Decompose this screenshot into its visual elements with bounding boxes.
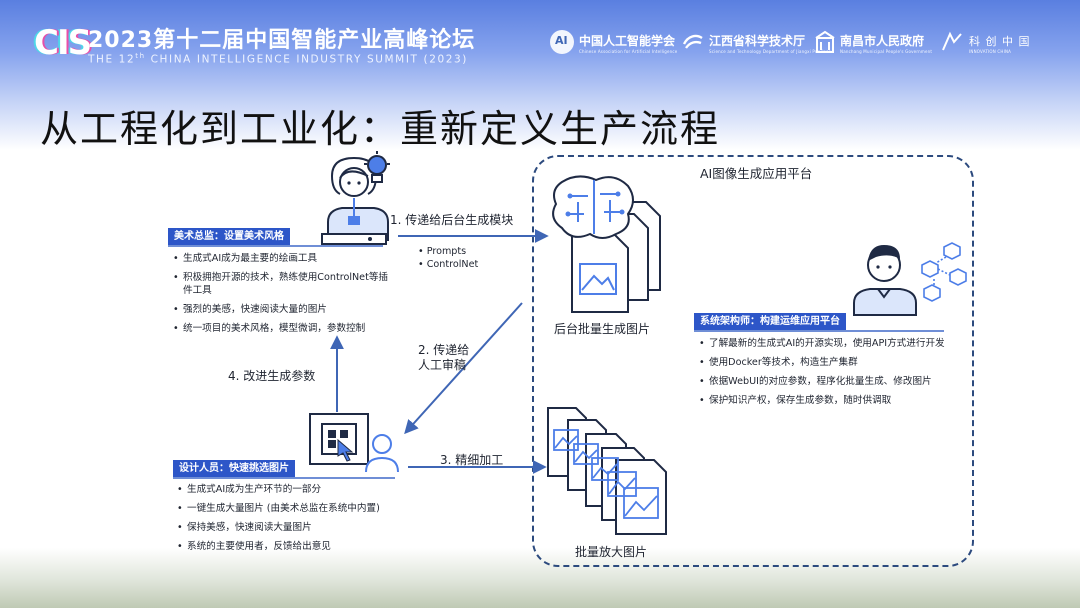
cis-logo: CIS xyxy=(34,23,92,63)
platform-title: AI图像生成应用平台 xyxy=(700,166,813,181)
list-item: 依据WebUI的对应参数，程序化批量生成、修改图片 xyxy=(698,375,948,388)
art-director-label: 美术总监：设置美术风格 xyxy=(168,228,290,245)
upscale-image-stack-icon xyxy=(547,407,667,535)
architect-label: 系统架构师：构建运维应用平台 xyxy=(694,313,846,330)
architect-bullets: 了解最新的生成式AI的开源实现，使用API方式进行开发 使用Docker等技术，… xyxy=(698,337,948,413)
list-item: 积极拥抱开源的技术，熟练使用ControlNet等插件工具 xyxy=(172,271,397,297)
art-director-bullets: 生成式AI成为最主要的绘画工具 积极拥抱开源的技术，熟练使用ControlNet… xyxy=(172,252,397,341)
summit-title: 2023第十二届中国智能产业高峰论坛 xyxy=(88,28,476,53)
list-item: 生成式AI成为最主要的绘画工具 xyxy=(172,252,397,265)
list-item: 一键生成大量图片 (由美术总监在系统中内置) xyxy=(176,502,406,515)
step1-item-prompts: • Prompts xyxy=(418,246,467,257)
lightbulb-icon xyxy=(364,151,390,183)
nanchang-logo-icon xyxy=(815,30,835,54)
list-item: 了解最新的生成式AI的开源实现，使用API方式进行开发 xyxy=(698,337,948,350)
step2-label-line1: 2. 传递给 xyxy=(418,343,470,357)
list-item: 系统的主要使用者，反馈给出意见 xyxy=(176,540,406,553)
arrow-step2 xyxy=(404,302,523,435)
summit-subtitle: THE 12th CHINA INTELLIGENCE INDUSTRY SUM… xyxy=(88,52,469,66)
step2-label-line2: 人工审稿 xyxy=(418,358,467,372)
list-item: 保护知识产权，保存生成参数，随时供调取 xyxy=(698,394,948,407)
step1-item-controlnet: • ControlNet xyxy=(418,259,479,270)
step4-label: 4. 改进生成参数 xyxy=(228,369,316,383)
innovation-china-logo-icon xyxy=(940,30,964,54)
jiangxi-logo-icon xyxy=(682,30,704,54)
backend-generation-icon xyxy=(552,175,661,313)
designer-workstation-icon xyxy=(309,413,399,473)
list-item: 使用Docker等技术，构造生产集群 xyxy=(698,356,948,369)
designer-label: 设计人员：快速挑选图片 xyxy=(173,460,295,477)
architect-underline xyxy=(694,330,944,332)
caai-logo-icon: AI xyxy=(550,30,574,54)
designer-underline xyxy=(173,477,395,479)
step3-label: 3. 精细加工 xyxy=(440,453,504,467)
header-band xyxy=(0,0,1080,150)
step1-label: 1. 传递给后台生成模块 xyxy=(390,213,514,227)
architect-avatar-icon xyxy=(853,242,967,316)
brain-icon xyxy=(552,175,634,239)
platform-dashed-box xyxy=(532,155,974,567)
art-director-avatar-icon xyxy=(321,156,389,245)
list-item: 保持美感，快速阅读大量图片 xyxy=(176,521,406,534)
list-item: 强烈的美感，快速阅读大量的图片 xyxy=(172,303,397,316)
list-item: 生成式AI成为生产环节的一部分 xyxy=(176,483,406,496)
upscale-caption: 批量放大图片 xyxy=(575,545,648,559)
art-director-underline xyxy=(168,245,383,247)
list-item: 统一项目的美术风格，模型微调，参数控制 xyxy=(172,322,397,335)
cube-cluster-icon xyxy=(921,242,967,302)
backend-caption: 后台批量生成图片 xyxy=(554,322,651,336)
designer-bullets: 生成式AI成为生产环节的一部分 一键生成大量图片 (由美术总监在系统中内置) 保… xyxy=(176,483,406,559)
slide-title: 从工程化到工业化：重新定义生产流程 xyxy=(40,107,721,151)
